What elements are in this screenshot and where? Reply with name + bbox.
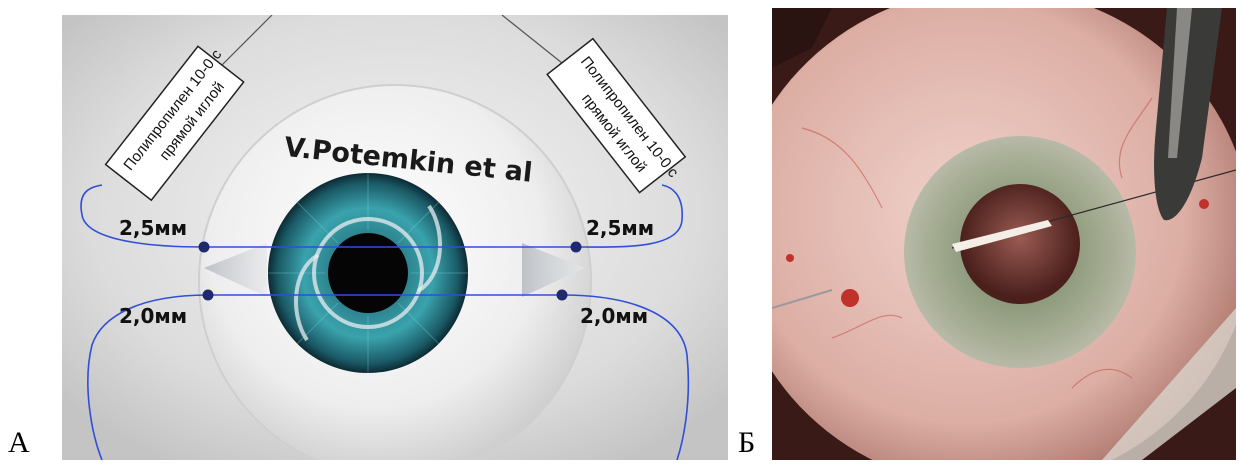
suture-point-left-lower xyxy=(203,290,214,301)
surgical-photograph xyxy=(772,8,1236,460)
hemorrhage-spot xyxy=(841,289,859,307)
suture-point-right-lower xyxy=(557,290,568,301)
measure-left-upper: 2,5мм xyxy=(119,216,187,240)
suture-point-right-upper xyxy=(571,242,582,253)
measure-right-lower: 2,0мм xyxy=(580,304,648,328)
measure-right-upper: 2,5мм xyxy=(586,216,654,240)
measure-left-lower: 2,0мм xyxy=(119,304,187,328)
hemorrhage-spot xyxy=(786,254,794,262)
panel-a-label: А xyxy=(8,426,30,460)
suture-point-left-upper xyxy=(199,242,210,253)
hemorrhage-spot xyxy=(1199,199,1209,209)
panel-b-label: Б xyxy=(738,426,755,460)
schematic-illustration: 2,5мм 2,0мм 2,5мм 2,0мм V.Potemkin et al… xyxy=(62,15,728,460)
pupil xyxy=(328,233,408,313)
